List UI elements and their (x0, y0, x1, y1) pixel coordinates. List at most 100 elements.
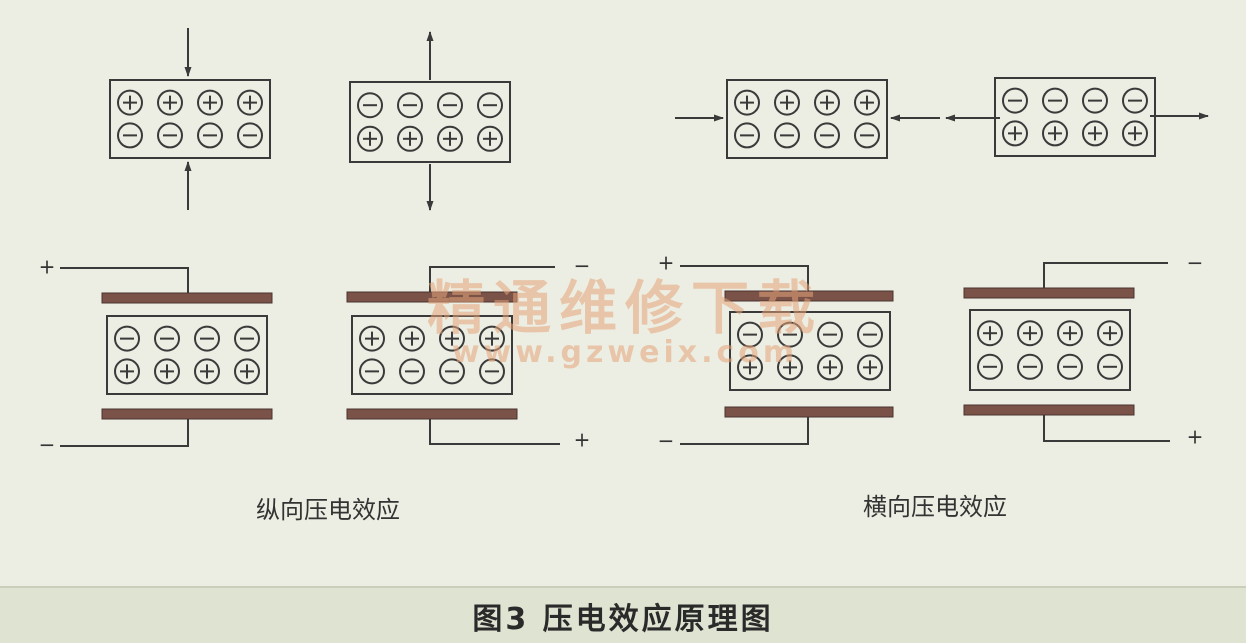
watermark: 精通维修下载 www.gzweix.com (427, 274, 823, 370)
electrode-plate (101, 292, 273, 304)
watermark-title: 精通维修下载 (427, 274, 823, 342)
positive-charge (774, 89, 800, 116)
watermark-url: www.gzweix.com (452, 335, 798, 370)
terminal-minus: − (574, 254, 591, 278)
crystal-outline (351, 315, 513, 395)
negative-charge (737, 321, 763, 348)
positive-charge (1082, 120, 1108, 147)
negative-charge (1057, 353, 1083, 380)
crystal-block (349, 81, 511, 163)
crystal-block (106, 315, 268, 395)
terminal-plus: + (658, 251, 675, 275)
force-arrows-layer (184, 28, 1209, 211)
crystal-block (729, 311, 891, 391)
terminal-plus: + (1187, 425, 1204, 449)
positive-charge (114, 358, 140, 385)
negative-charge (237, 122, 263, 149)
negative-charge (437, 92, 463, 119)
terminal-plus: + (574, 428, 591, 452)
positive-charge (1002, 120, 1028, 147)
negative-charge (117, 122, 143, 149)
positive-charge (1017, 320, 1043, 347)
positive-charge (817, 354, 843, 381)
negative-charge (399, 358, 425, 385)
negative-charge (477, 92, 503, 119)
positive-charge (237, 89, 263, 116)
negative-charge (857, 321, 883, 348)
negative-charge (439, 358, 465, 385)
crystal-outline (726, 79, 888, 159)
crystal-outline (109, 79, 271, 159)
positive-charge (117, 89, 143, 116)
positive-charge (234, 358, 260, 385)
crystals-layer (106, 77, 1156, 395)
positive-charge (734, 89, 760, 116)
negative-charge (777, 321, 803, 348)
circuits-layer: + − − + + − − + (39, 251, 1204, 457)
crystal-block (969, 309, 1131, 391)
positive-charge (857, 354, 883, 381)
negative-charge (157, 122, 183, 149)
positive-charge (399, 325, 425, 352)
negative-charge (1002, 87, 1028, 114)
negative-charge (359, 358, 385, 385)
lead-wire (680, 265, 809, 291)
negative-charge (774, 122, 800, 149)
crystal-outline (106, 315, 268, 395)
positive-charge (397, 125, 423, 152)
positive-charge (439, 325, 465, 352)
terminal-minus: − (658, 429, 675, 453)
diagram-canvas: +−−++−−+ 纵向压电效应 横向压电效应 精通维修下载 www.gzweix… (39, 28, 1209, 524)
negative-charge (154, 325, 180, 352)
positive-charge (197, 89, 223, 116)
negative-charge (1017, 353, 1043, 380)
electrode-plate (963, 404, 1135, 416)
positive-charge (814, 89, 840, 116)
negative-charge (114, 325, 140, 352)
negative-charge (1042, 87, 1068, 114)
positive-charge (479, 325, 505, 352)
positive-charge (1122, 120, 1148, 147)
crystal-outline (729, 311, 891, 391)
electrode-plate (724, 406, 894, 418)
lead-wire (680, 417, 809, 445)
crystal-outline (349, 81, 511, 163)
negative-charge (854, 122, 880, 149)
positive-charge (977, 320, 1003, 347)
positive-charge (854, 89, 880, 116)
positive-charge (1042, 120, 1068, 147)
positive-charge (359, 325, 385, 352)
lead-wire (1043, 262, 1168, 288)
lead-wire (60, 267, 189, 293)
crystal-block (109, 79, 271, 159)
negative-charge (1122, 87, 1148, 114)
terminal-plus: + (39, 255, 56, 279)
negative-charge (817, 321, 843, 348)
lead-wire (60, 419, 189, 447)
negative-charge (1082, 87, 1108, 114)
negative-charge (814, 122, 840, 149)
positive-charge (777, 354, 803, 381)
negative-charge (1097, 353, 1123, 380)
lead-wire (1043, 415, 1170, 442)
positive-charge (357, 125, 383, 152)
crystal-block (351, 315, 513, 395)
electrode-plate (346, 291, 518, 303)
negative-charge (197, 122, 223, 149)
crystal-block (994, 77, 1156, 157)
figure-caption: 图3 压电效应原理图 (472, 601, 774, 637)
label-longitudinal: 纵向压电效应 (256, 496, 400, 524)
negative-charge (479, 358, 505, 385)
terminal-minus: − (39, 433, 56, 457)
electrode-plate (101, 408, 273, 420)
positive-charge (477, 125, 503, 152)
lead-wire (429, 419, 560, 445)
positive-charge (1097, 320, 1123, 347)
negative-charge (977, 353, 1003, 380)
negative-charge (194, 325, 220, 352)
positive-charge (437, 125, 463, 152)
crystal-block (726, 79, 888, 159)
terminal-minus: − (1187, 251, 1204, 275)
lead-wire (429, 266, 555, 292)
